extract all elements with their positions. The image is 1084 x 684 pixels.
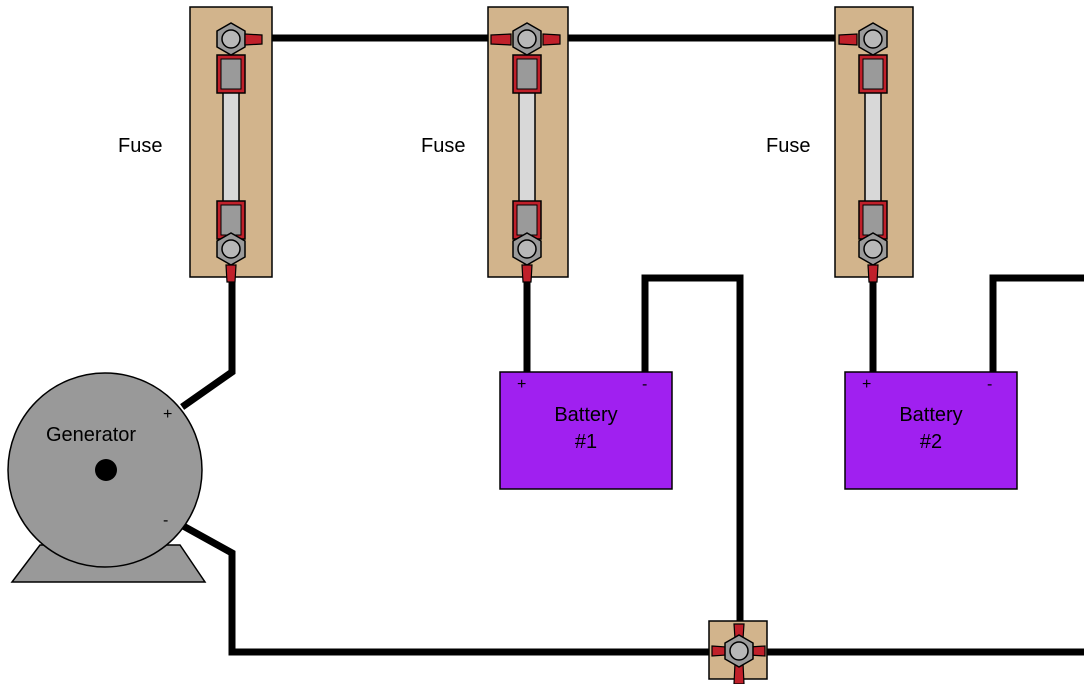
wire-fuse1-to-generator-plus	[180, 281, 236, 410]
battery-2-label-line1: Battery	[899, 404, 962, 426]
battery-1: + - Battery #1	[499, 371, 673, 490]
terminal-lug	[521, 264, 533, 283]
generator: Generator + -	[7, 372, 207, 583]
battery-1-minus-sign: -	[642, 376, 647, 393]
generator-shaft	[95, 459, 117, 481]
terminal-lug	[225, 264, 237, 283]
terminal-nut	[216, 22, 246, 56]
battery-2-plus-sign: +	[862, 376, 871, 393]
fuse-1-label: Fuse	[118, 135, 162, 157]
fuse-tube	[518, 90, 536, 204]
wire-battery2-minus	[989, 274, 1084, 376]
fuse-2-label: Fuse	[421, 135, 465, 157]
battery-1-label-line2: #1	[575, 431, 597, 453]
terminal-nut	[512, 232, 542, 266]
fuse-3-label: Fuse	[766, 135, 810, 157]
battery-1-plus-sign: +	[517, 376, 526, 393]
terminal-lug	[542, 33, 561, 46]
terminal-nut	[724, 634, 754, 668]
battery-1-label-line1: Battery	[554, 404, 617, 426]
battery-body	[844, 371, 1018, 490]
terminal-nut	[216, 232, 246, 266]
terminal-lug	[867, 264, 879, 283]
terminal-nut	[858, 232, 888, 266]
battery-body	[499, 371, 673, 490]
wires	[180, 34, 1084, 656]
fuse-3	[834, 6, 914, 283]
wire-battery1-minus	[641, 274, 744, 634]
wire-generator-minus	[180, 522, 719, 656]
fuse-tube	[222, 90, 240, 204]
terminal-lug	[244, 33, 263, 46]
terminal-nut	[858, 22, 888, 56]
terminal-lug	[838, 33, 858, 46]
terminal-lug	[490, 33, 512, 46]
terminal-nut	[512, 22, 542, 56]
generator-plus-sign: +	[163, 406, 172, 423]
battery-2-label-line2: #2	[920, 431, 942, 453]
generator-minus-sign: -	[163, 512, 168, 529]
fuse-2	[487, 6, 569, 283]
battery-2-minus-sign: -	[987, 376, 992, 393]
battery-2: + - Battery #2	[844, 371, 1018, 490]
fuse-1	[189, 6, 273, 283]
junction-terminal	[708, 620, 768, 684]
generator-label: Generator	[46, 424, 136, 446]
fuse-tube	[864, 90, 882, 204]
